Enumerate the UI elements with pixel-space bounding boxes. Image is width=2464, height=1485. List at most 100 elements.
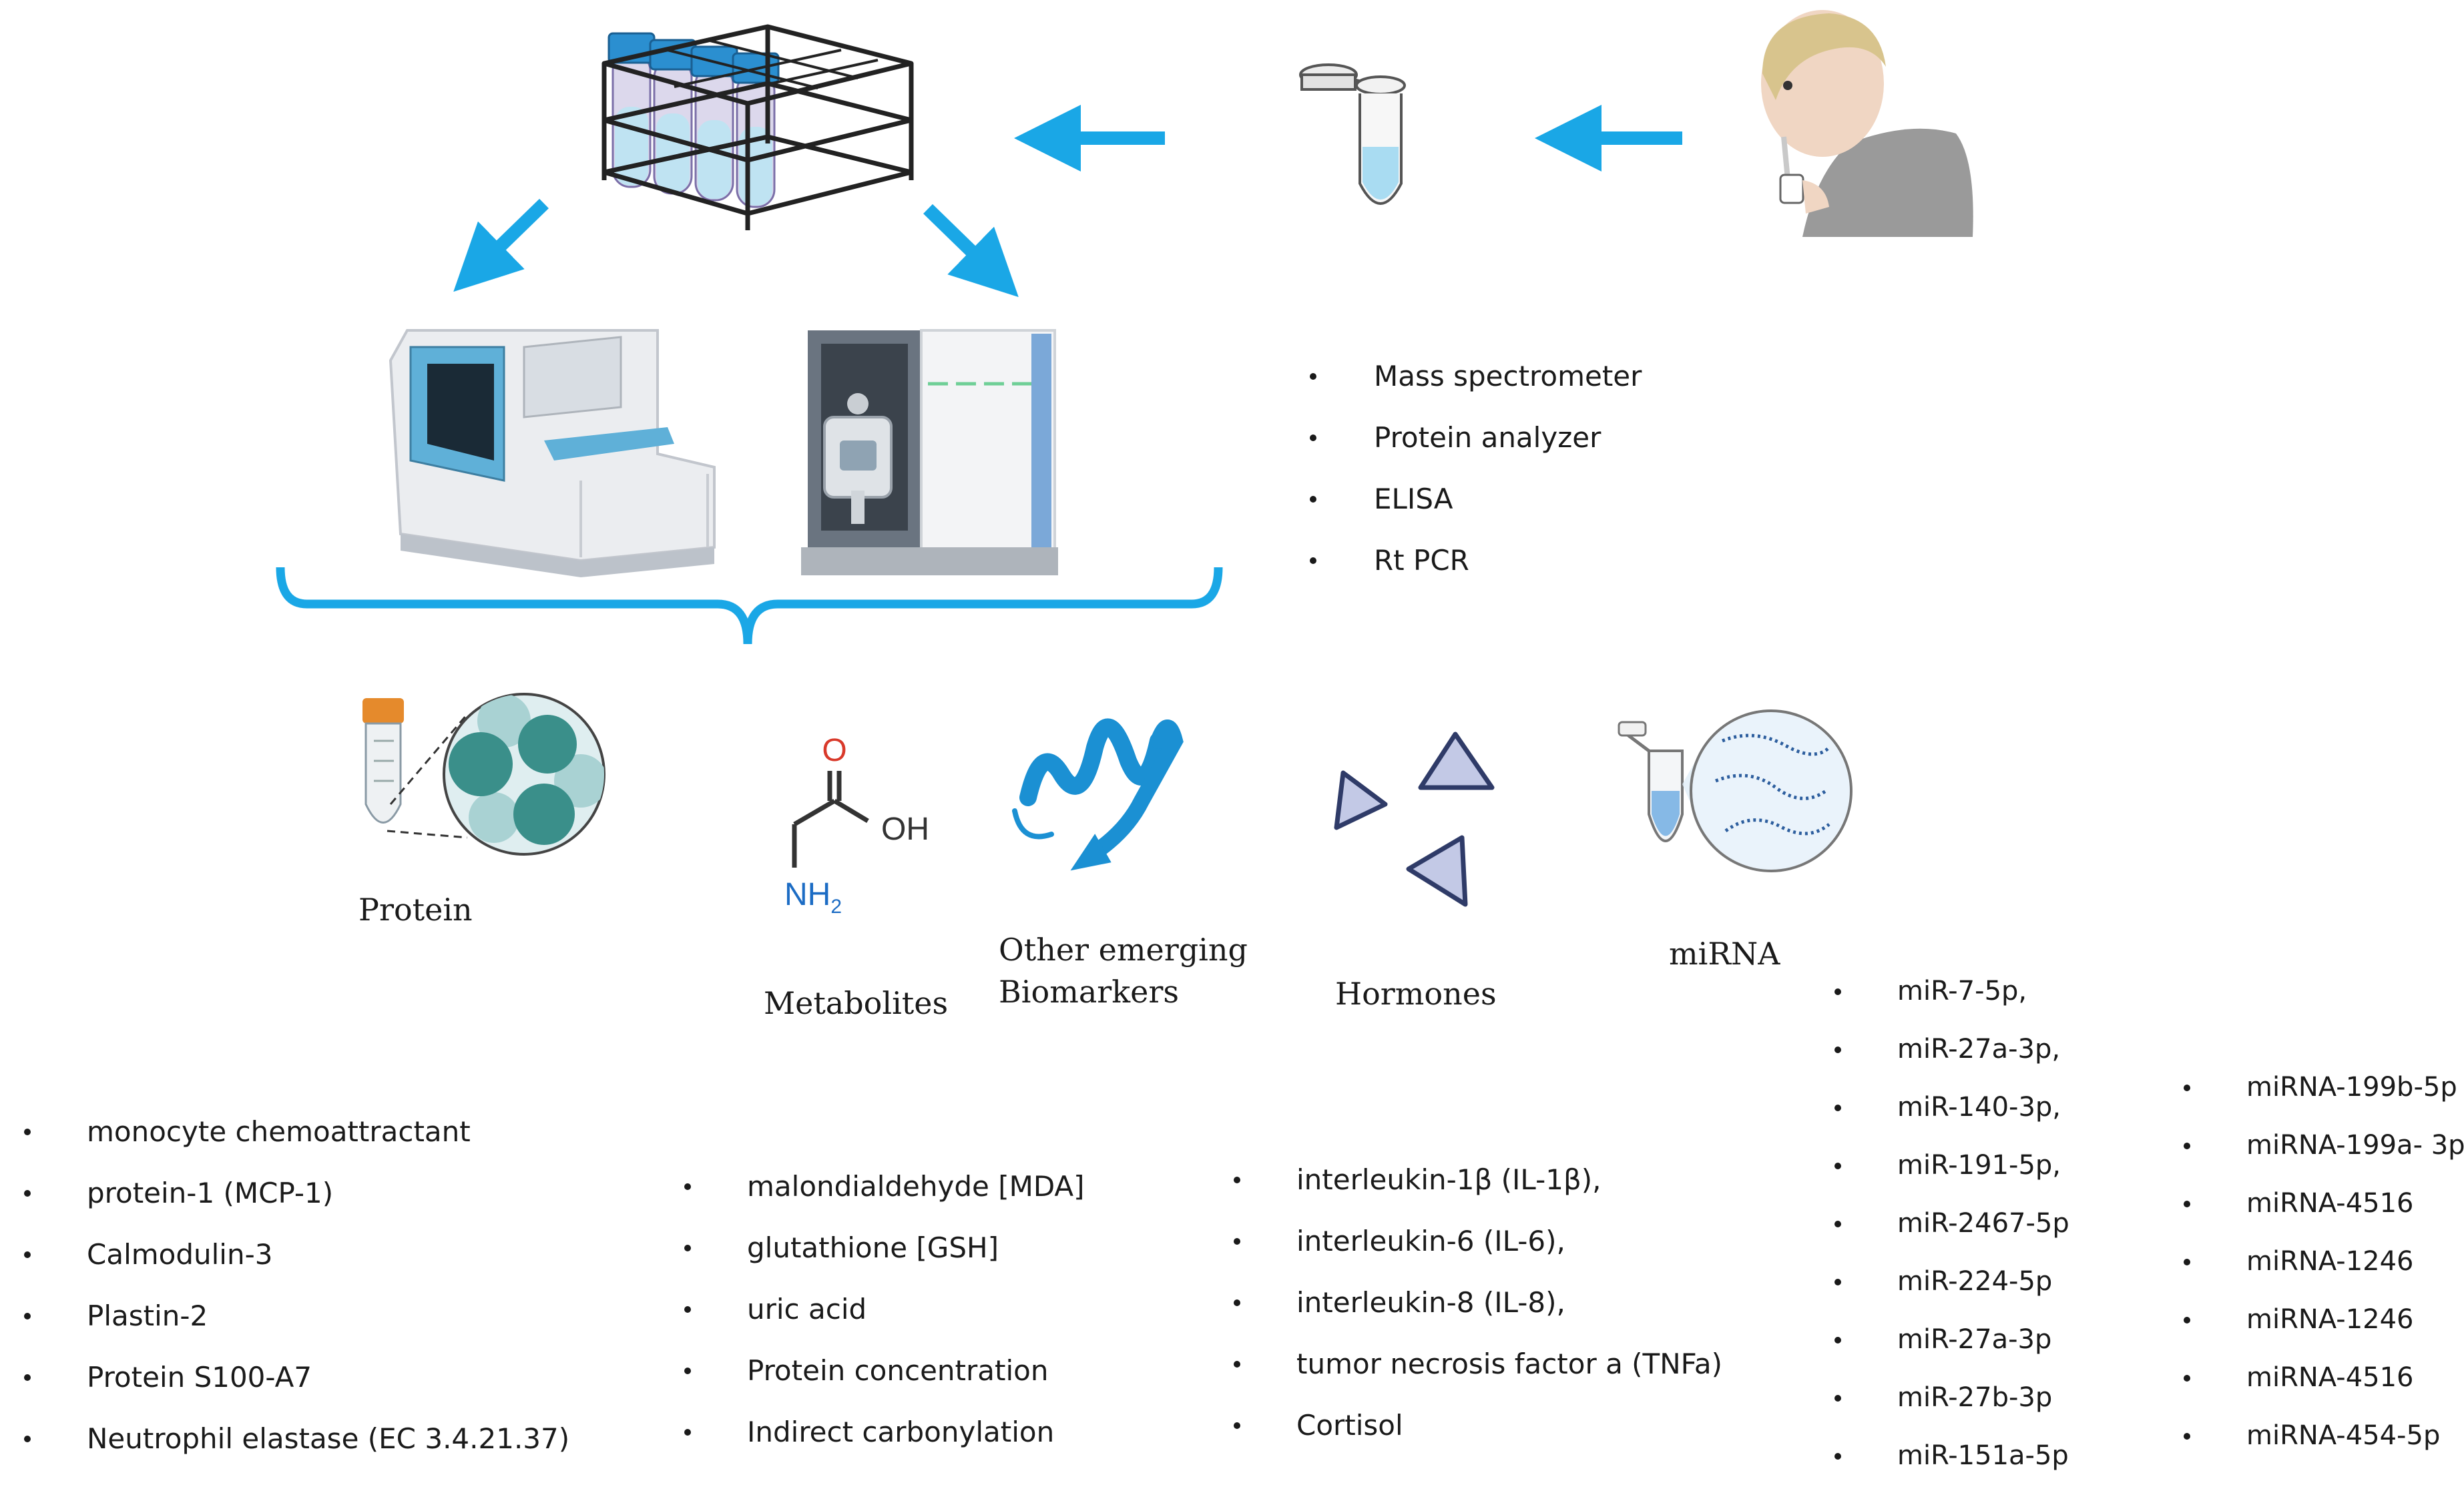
bullet-icon (1834, 1278, 1841, 1285)
category-label-hormones: Hormones (1335, 976, 1497, 1012)
flow-arrow-rack-to-spectrometer (923, 204, 1019, 298)
bullet-icon (684, 1368, 691, 1374)
metabolite-marker-item-text: glutathione [GSH] (747, 1231, 999, 1264)
mirna-marker-item: miR-2467-5p (1834, 1195, 2069, 1253)
bullet-icon (684, 1183, 691, 1190)
bullet-icon (1310, 557, 1316, 564)
bullet-icon (1834, 1220, 1841, 1227)
mirna-marker-item: miRNA-4516 (2184, 1175, 2464, 1233)
amine-label: NH2 (784, 877, 842, 918)
grouping-bracket (276, 567, 1223, 645)
hormone-markers-list: interleukin-1β (IL-1β), interleukin-6 (IL… (1234, 1149, 1722, 1456)
protein-marker-item-text: Neutrophil elastase (EC 3.4.21.37) (87, 1422, 570, 1455)
mirna-marker-item: miRNA-199b-5p (2184, 1059, 2464, 1117)
bullet-icon (1310, 373, 1316, 380)
metabolite-marker-item-text: malondialdehyde [MDA] (747, 1170, 1085, 1203)
sample-tube-icon (1299, 63, 1406, 205)
protein-marker-item: Neutrophil elastase (EC 3.4.21.37) (24, 1408, 569, 1470)
protein-analyzer-icon (389, 329, 716, 577)
category-label-mirna: miRNA (1669, 936, 1780, 972)
mirna-marker-item-text: miRNA-1246 (2246, 1246, 2414, 1277)
method-item: Rt PCR (1310, 530, 1642, 591)
person-spitting-icon (1761, 10, 1973, 237)
mass-spectrometer-icon (801, 329, 1058, 575)
protein-marker-item-text: protein-1 (MCP-1) (87, 1177, 334, 1209)
metabolite-marker-item: malondialdehyde [MDA] (684, 1156, 1085, 1217)
metabolite-marker-item: Indirect carbonylation (684, 1402, 1085, 1463)
mirna-marker-item-text: miR-27a-3p (1897, 1324, 2052, 1355)
protein-marker-item: Plastin-2 (24, 1285, 569, 1347)
metabolite-marker-item-text: Protein concentration (747, 1354, 1049, 1387)
method-item: Protein analyzer (1310, 407, 1642, 469)
glycine-molecule-icon: O OH NH2 (784, 733, 929, 918)
protein-marker-item-text: Plastin-2 (87, 1299, 208, 1332)
bullet-icon (1834, 1336, 1841, 1344)
mirna-marker-item: miR-27a-3p (1834, 1311, 2069, 1369)
mirna-marker-item-text: miR-27b-3p (1897, 1382, 2053, 1413)
bullet-icon (24, 1251, 31, 1258)
hormone-marker-item-text: tumor necrosis factor a (TNFa) (1296, 1348, 1723, 1380)
method-item-text: ELISA (1374, 483, 1453, 515)
mirna-marker-item: miR-140-3p, (1834, 1079, 2069, 1137)
mirna-marker-item-text: miR-2467-5p (1897, 1208, 2069, 1239)
mirna-marker-item-text: miR-7-5p, (1897, 976, 2027, 1006)
method-item: ELISA (1310, 469, 1642, 530)
bullet-icon (1834, 1104, 1841, 1111)
mirna-tube-magnified-icon (1618, 709, 1853, 872)
mirna-marker-item-text: miRNA-4516 (2246, 1362, 2414, 1393)
bullet-icon (1834, 1162, 1841, 1169)
hormone-marker-item: interleukin-1β (IL-1β), (1234, 1149, 1722, 1211)
mirna-marker-item: miRNA-4516 (2184, 1349, 2464, 1407)
bullet-icon (24, 1436, 31, 1442)
mirna-marker-item: miR-224-5p (1834, 1253, 2069, 1311)
bullet-icon (684, 1245, 691, 1251)
mirna-marker-item-text: miR-151a-5p (1897, 1440, 2069, 1471)
category-label-other-line2: Biomarkers (999, 974, 1179, 1010)
bullet-icon (2184, 1258, 2190, 1265)
hormone-marker-item: tumor necrosis factor a (TNFa) (1234, 1333, 1722, 1395)
mirna-marker-item-text: miR-140-3p, (1897, 1092, 2061, 1123)
metabolite-marker-item: uric acid (684, 1279, 1085, 1340)
hormone-marker-item: interleukin-8 (IL-8), (1234, 1272, 1722, 1333)
bullet-icon (2184, 1432, 2190, 1440)
protein-marker-item: Protein S100-A7 (24, 1347, 569, 1408)
bullet-icon (2184, 1316, 2190, 1323)
mirna-marker-item: miR-151a-5p (1834, 1427, 2069, 1485)
bullet-icon (2184, 1374, 2190, 1382)
category-label-protein: Protein (358, 892, 473, 928)
test-tube-rack-icon (601, 24, 914, 230)
bullet-icon (1234, 1361, 1240, 1368)
mirna-marker-item: miR-27b-3p (1834, 1369, 2069, 1427)
protein-marker-item: Calmodulin-3 (24, 1224, 569, 1285)
mirna-marker-item: miRNA-199a- 3p (2184, 1117, 2464, 1175)
bullet-icon (1834, 1046, 1841, 1053)
method-item-text: Mass spectrometer (1374, 360, 1642, 392)
mirna-marker-item: miRNA-1246 (2184, 1291, 2464, 1349)
hormone-marker-item-text: interleukin-6 (IL-6), (1296, 1225, 1565, 1257)
metabolite-marker-item: Protein concentration (684, 1340, 1085, 1402)
mirna-marker-item-text: miR-224-5p (1897, 1266, 2053, 1297)
category-label-metabolites: Metabolites (764, 985, 949, 1021)
mirna-marker-item-text: miRNA-199b-5p (2246, 1072, 2457, 1103)
bullet-icon (2184, 1200, 2190, 1207)
bullet-icon (1310, 496, 1316, 503)
method-item-text: Protein analyzer (1374, 421, 1601, 454)
mirna-marker-item-text: miRNA-199a- 3p (2246, 1130, 2464, 1161)
bullet-icon (24, 1190, 31, 1197)
hormone-marker-item: Cortisol (1234, 1395, 1722, 1456)
bullet-icon (684, 1306, 691, 1313)
protein-tube-magnified-icon (362, 693, 605, 856)
category-label-other-line1: Other emerging (999, 932, 1248, 968)
hormone-marker-item-text: interleukin-1β (IL-1β), (1296, 1163, 1601, 1196)
bullet-icon (1834, 988, 1841, 995)
protein-ribbon-icon (1012, 718, 1184, 871)
hormone-marker-item-text: interleukin-8 (IL-8), (1296, 1286, 1565, 1319)
protein-marker-item-text: Protein S100-A7 (87, 1361, 312, 1394)
protein-marker-item: protein-1 (MCP-1) (24, 1163, 569, 1224)
bullet-icon (2184, 1142, 2190, 1149)
bullet-icon (1234, 1422, 1240, 1429)
oxygen-atom-label: O (822, 733, 846, 768)
